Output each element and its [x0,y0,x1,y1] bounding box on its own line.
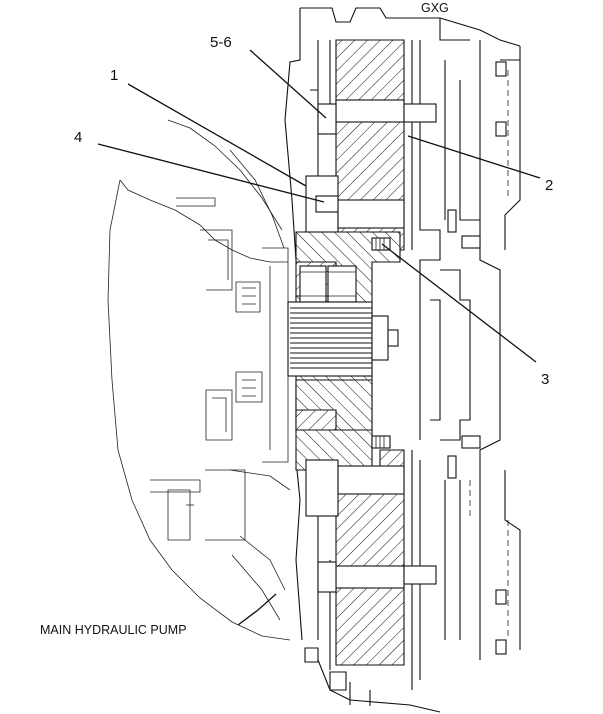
label-5-6: 5-6 [210,34,232,51]
splined-shaft [287,301,399,377]
leader-1 [127,83,307,187]
leader-4 [97,143,325,203]
leader-3 [381,243,537,363]
bolts [305,103,437,593]
label-4: 4 [74,129,82,146]
leader-2 [407,135,541,179]
leader-pump [237,593,277,626]
leader-56 [249,49,327,119]
flywheel-disc [335,39,405,666]
top-text: GXG [421,1,449,15]
label-main-hydraulic-pump: MAIN HYDRAULIC PUMP [40,623,187,637]
label-1: 1 [110,67,118,84]
pump-body [107,119,291,641]
label-3: 3 [541,371,549,388]
label-2: 2 [545,177,553,194]
leader-lines [97,49,541,626]
